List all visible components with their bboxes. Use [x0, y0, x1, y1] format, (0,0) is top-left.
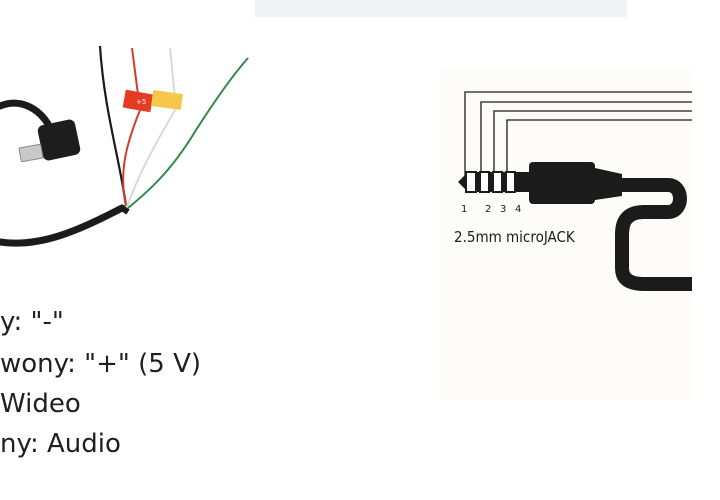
jack-plug: [458, 162, 622, 204]
legend-line: wony: "+" (5 V): [0, 349, 202, 379]
legend-line: ny: Audio: [0, 429, 121, 459]
wire-tag: +5: [122, 89, 183, 113]
top-gray-bar: [255, 0, 627, 17]
jack-pinout-diagram: 1 2 3 4 2.5mm microJACK: [440, 70, 692, 400]
jack-label: 2.5mm microJACK: [454, 228, 576, 246]
legend-line: y: "-": [0, 307, 64, 337]
micro-usb-plug: [18, 119, 81, 163]
pin-number: 4: [515, 204, 521, 215]
pin-number: 1: [461, 204, 467, 215]
pin-number: 3: [500, 204, 506, 215]
wire-tag-text: +5: [136, 98, 146, 106]
pin-number: 2: [485, 204, 491, 215]
legend-line: Wideo: [0, 389, 81, 419]
wire-legend: y: "-" wony: "+" (5 V) Wideo ny: Audio: [0, 305, 260, 465]
cable-photo: +5: [0, 40, 260, 260]
